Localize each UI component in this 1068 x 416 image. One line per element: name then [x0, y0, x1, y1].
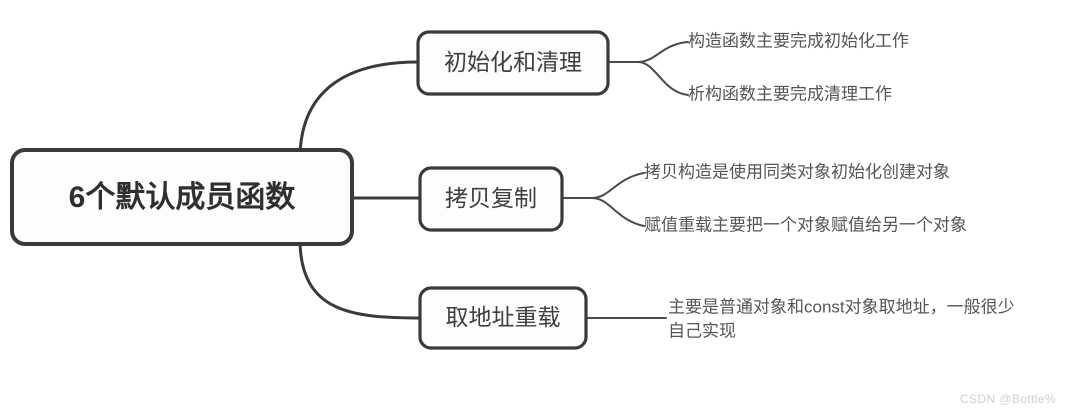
- branch-node-box-3[interactable]: [418, 286, 588, 350]
- connector-branch-2-leaf-2: [591, 197, 645, 227]
- root-node-label: 6个默认成员函数: [69, 181, 297, 214]
- leaf-label-1-1: 构造函数主要完成初始化工作: [688, 31, 909, 50]
- branch-node-box-1[interactable]: [416, 30, 610, 96]
- connector-root-to-branch-1: [298, 60, 420, 157]
- branch-node-label-2: 拷贝复制: [445, 185, 537, 211]
- connector-branch-2-leaf-1: [591, 172, 645, 199]
- leaf-label-3-1-line-1: 主要是普通对象和const对象取地址，一般很少: [668, 297, 1015, 316]
- connector-branch-1-leaf-1: [637, 41, 689, 63]
- connector-branch-1-leaf-2: [637, 61, 689, 96]
- branch-node-label-1: 初始化和清理: [444, 49, 582, 75]
- branch-node-label-3: 取地址重载: [446, 304, 561, 330]
- csdn-watermark: CSDN @Bottle%: [959, 392, 1056, 406]
- leaf-label-1-2: 析构函数主要完成清理工作: [688, 84, 892, 103]
- connector-root-to-branch-3: [298, 241, 422, 320]
- branch-node-box-2[interactable]: [418, 166, 564, 232]
- leaf-label-2-1: 拷贝构造是使用同类对象初始化创建对象: [644, 161, 950, 181]
- root-node-box[interactable]: [10, 148, 354, 246]
- leaf-label-3-1-line-2: 自己实现: [668, 321, 736, 340]
- leaf-label-2-2: 赋值重载主要把一个对象赋值给另一个对象: [644, 215, 967, 234]
